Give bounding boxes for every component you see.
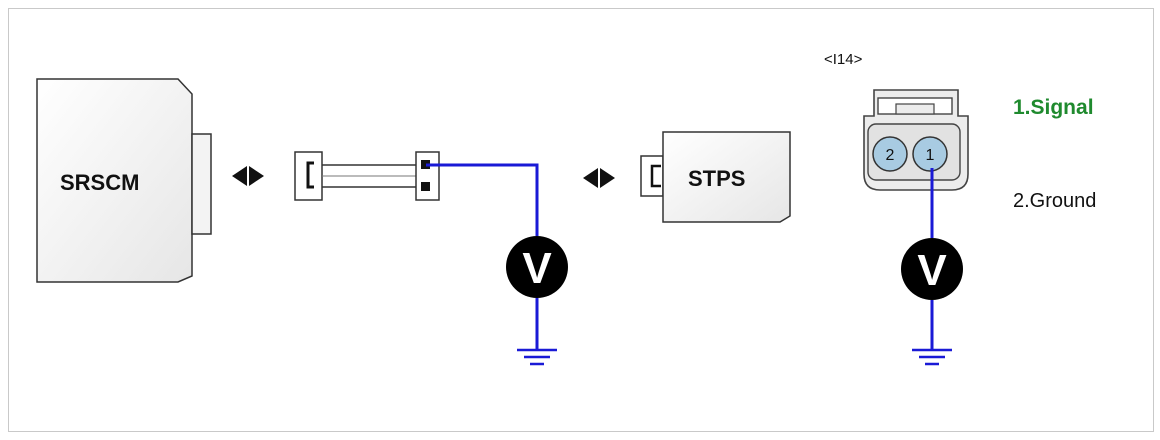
connector-arrows-right <box>583 168 615 188</box>
probe-wire-left <box>426 163 557 366</box>
jumper-harness <box>294 151 440 201</box>
connector-face-view: 2 1 <box>863 89 969 191</box>
harness-pin-signal <box>421 160 430 169</box>
pin-1-label: 1 <box>926 147 935 164</box>
srscm-label: SRSCM <box>60 170 139 195</box>
harness-connector-right <box>415 151 440 201</box>
srscm-module: SRSCM <box>36 78 212 283</box>
connector-code: <I14> <box>824 51 863 68</box>
pin-2: 2 <box>872 136 908 172</box>
harness-pin-ground <box>421 182 430 191</box>
srscm-connector-tab <box>191 133 212 235</box>
pin-1: 1 <box>912 136 948 172</box>
voltmeter-left-symbol: V <box>522 244 552 293</box>
voltmeter-right: V <box>901 238 963 300</box>
stps-label: STPS <box>688 166 745 191</box>
voltmeter-left: V <box>506 236 568 298</box>
pin-legend: 1.Signal 2.Ground <box>1013 96 1096 212</box>
legend-ground: 2.Ground <box>1013 190 1096 212</box>
probe-wire-right <box>912 168 952 366</box>
connector-arrows-left <box>232 166 264 186</box>
legend-signal: 1.Signal <box>1013 96 1094 119</box>
voltmeter-right-symbol: V <box>917 246 947 295</box>
pin-2-label: 2 <box>886 147 895 164</box>
stps-sensor: STPS <box>640 131 791 223</box>
